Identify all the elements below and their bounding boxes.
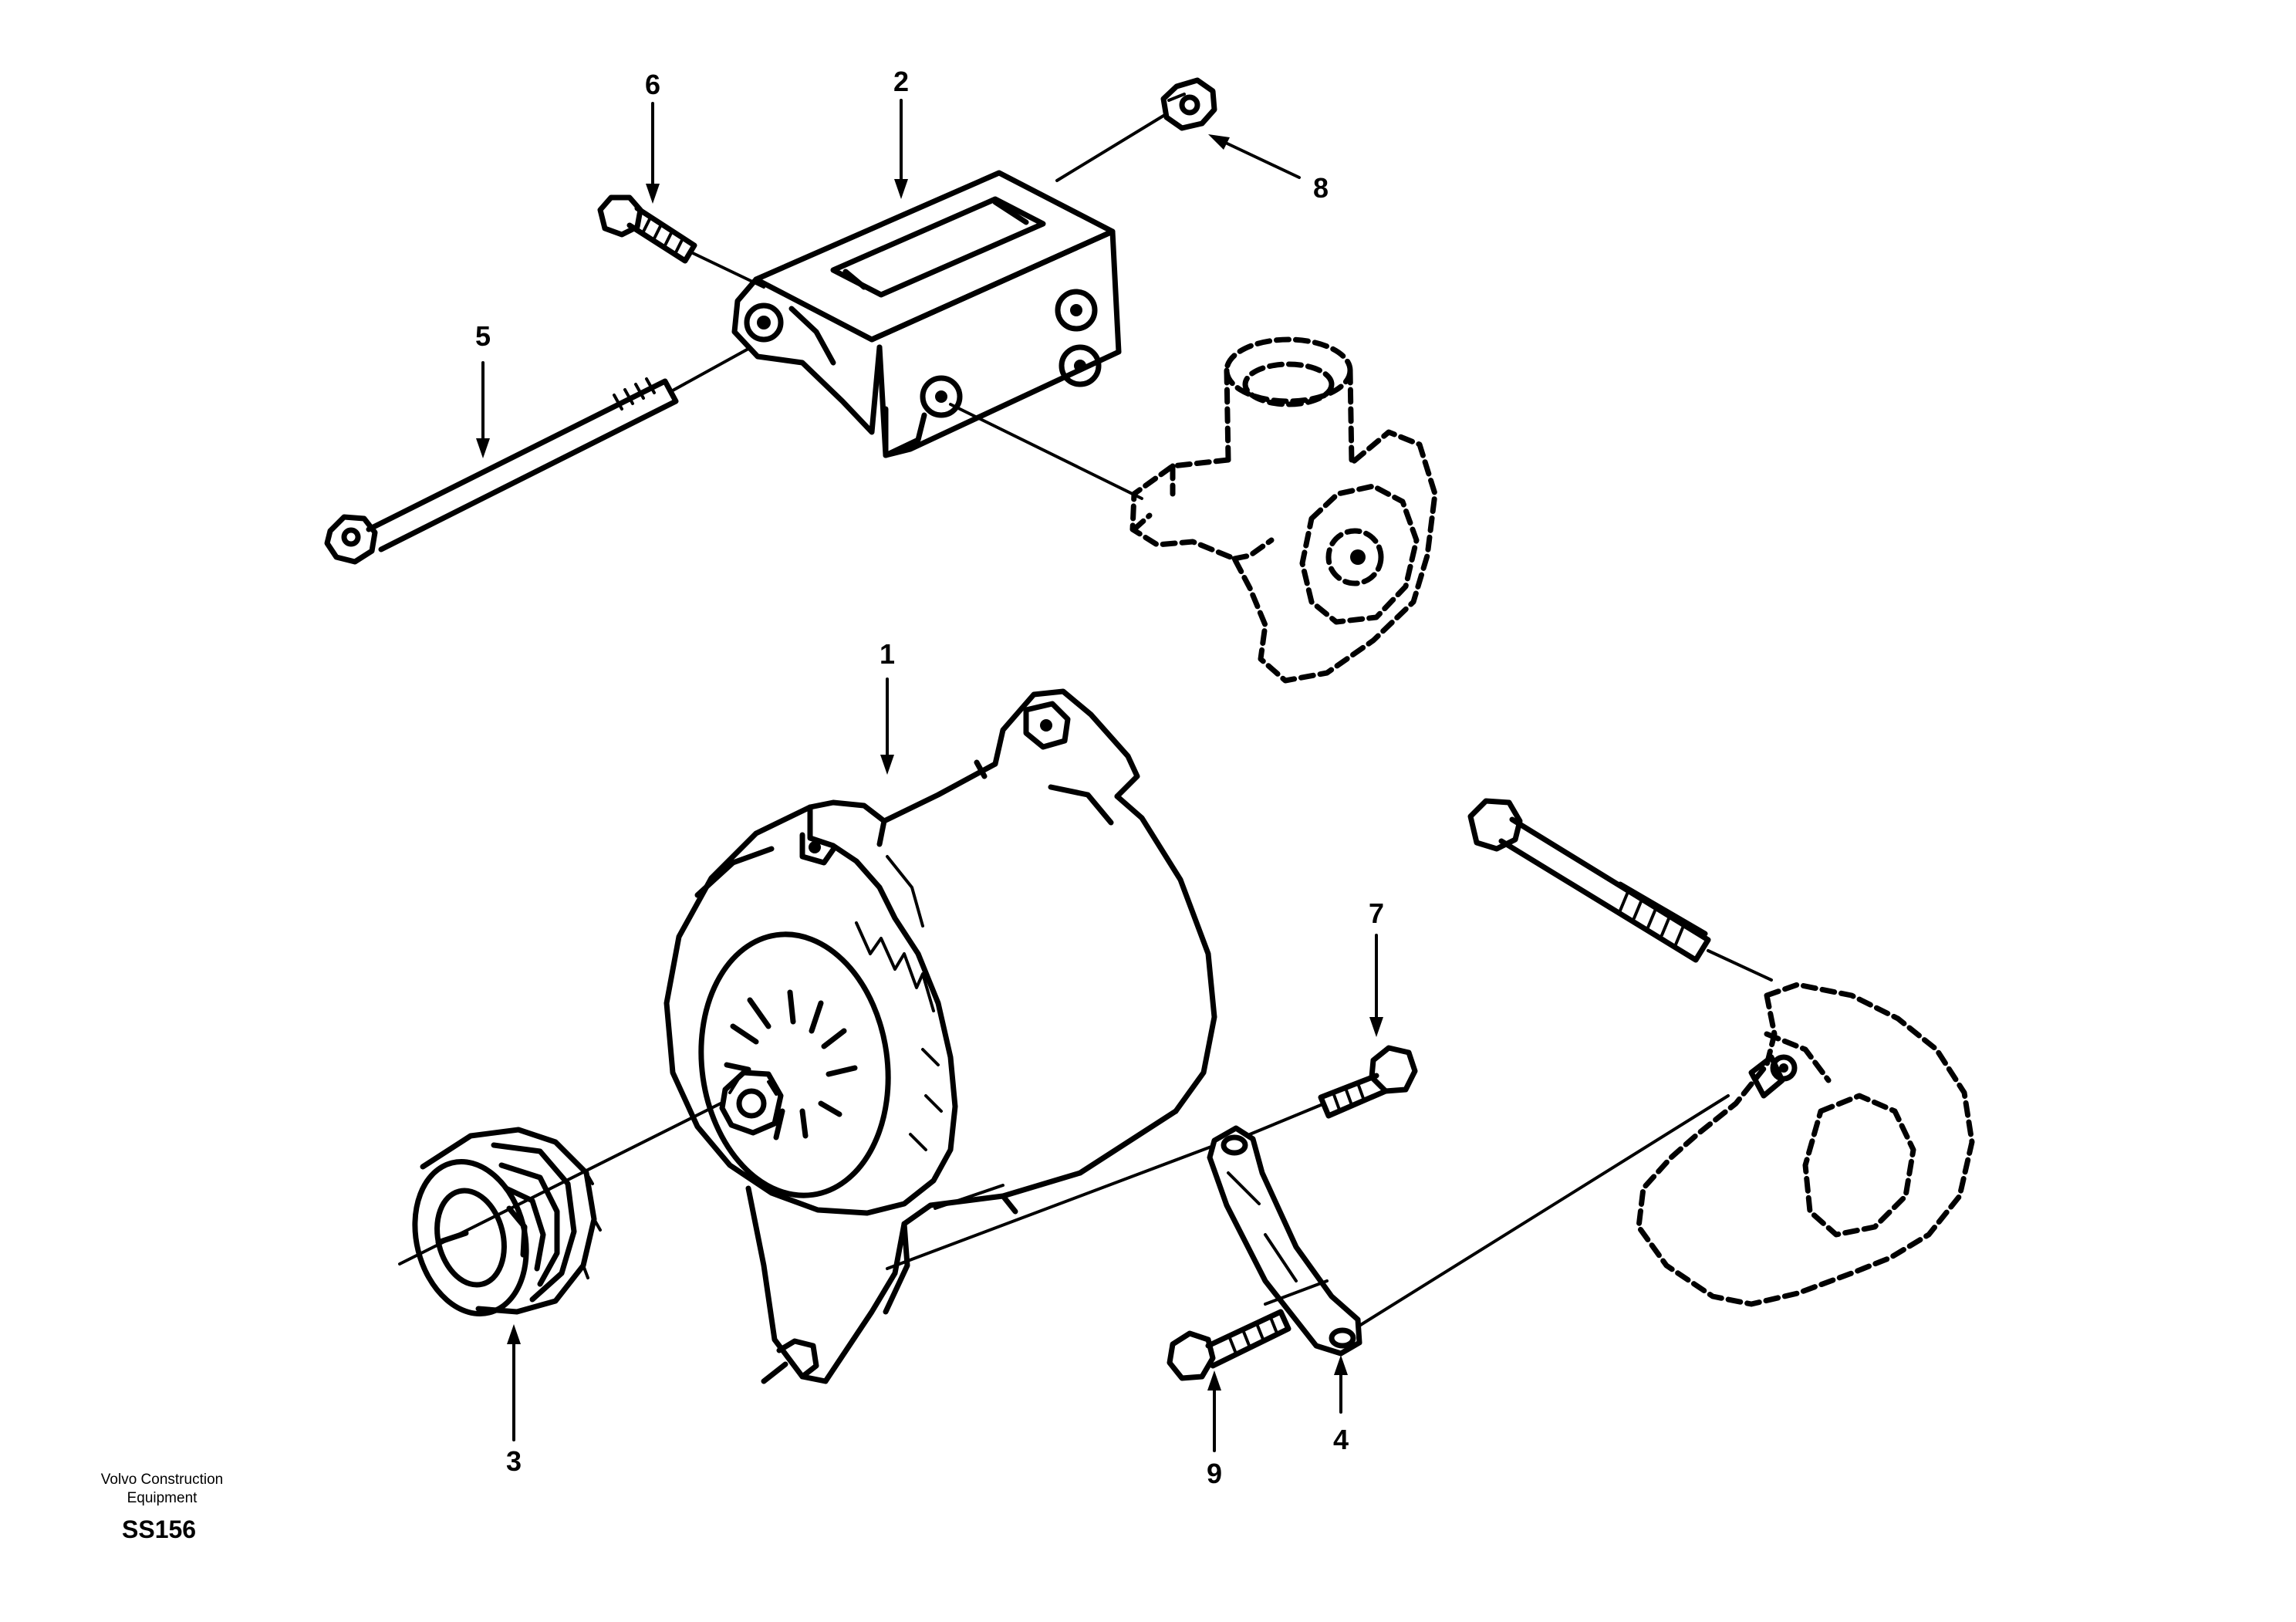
- callout-2: 2: [893, 66, 909, 199]
- upper-connection-lines: [671, 114, 1165, 500]
- callout-4-label: 4: [1333, 1424, 1349, 1455]
- callout-8: 8: [1208, 134, 1329, 204]
- part-1-alternator: [663, 688, 1217, 1384]
- callout-6-label: 6: [645, 69, 660, 100]
- part-7-bolt: [1318, 1045, 1418, 1119]
- callout-4: 4: [1333, 1355, 1349, 1455]
- part-4-link-plate: [1207, 1125, 1362, 1357]
- part-5-long-bolt: [324, 377, 679, 565]
- callout-1-label: 1: [880, 638, 895, 670]
- lower-housing-dashed: [1636, 982, 1975, 1307]
- brand-line-2: Equipment: [127, 1490, 198, 1506]
- part-9-bolt: [1167, 1309, 1292, 1381]
- brand-line-1: Volvo Construction: [100, 1472, 224, 1488]
- callout-1: 1: [880, 638, 895, 775]
- part-2-bracket: [731, 170, 1122, 458]
- callout-5: 5: [475, 320, 491, 458]
- callout-7: 7: [1369, 897, 1384, 1037]
- lower-right-long-bolt: [1467, 798, 1711, 963]
- lower-connection-lines: [398, 949, 1773, 1327]
- callout-7-label: 7: [1369, 897, 1384, 929]
- callout-3-label: 3: [506, 1445, 522, 1477]
- part-6-bolt: [597, 194, 697, 264]
- callout-9-label: 9: [1207, 1458, 1222, 1489]
- callout-8-label: 8: [1313, 172, 1329, 204]
- part-3-pulley: [412, 1127, 602, 1316]
- part-8-nut: [1160, 77, 1217, 131]
- callout-3: 3: [506, 1324, 522, 1477]
- callout-2-label: 2: [893, 66, 909, 97]
- footer-brand-block: Volvo Construction Equipment SS156: [62, 1471, 262, 1543]
- upper-housing-dashed: [1129, 336, 1438, 684]
- callout-6: 6: [645, 69, 660, 204]
- callout-9: 9: [1207, 1370, 1222, 1489]
- drawing-code: SS156: [122, 1516, 197, 1543]
- callout-5-label: 5: [475, 320, 491, 352]
